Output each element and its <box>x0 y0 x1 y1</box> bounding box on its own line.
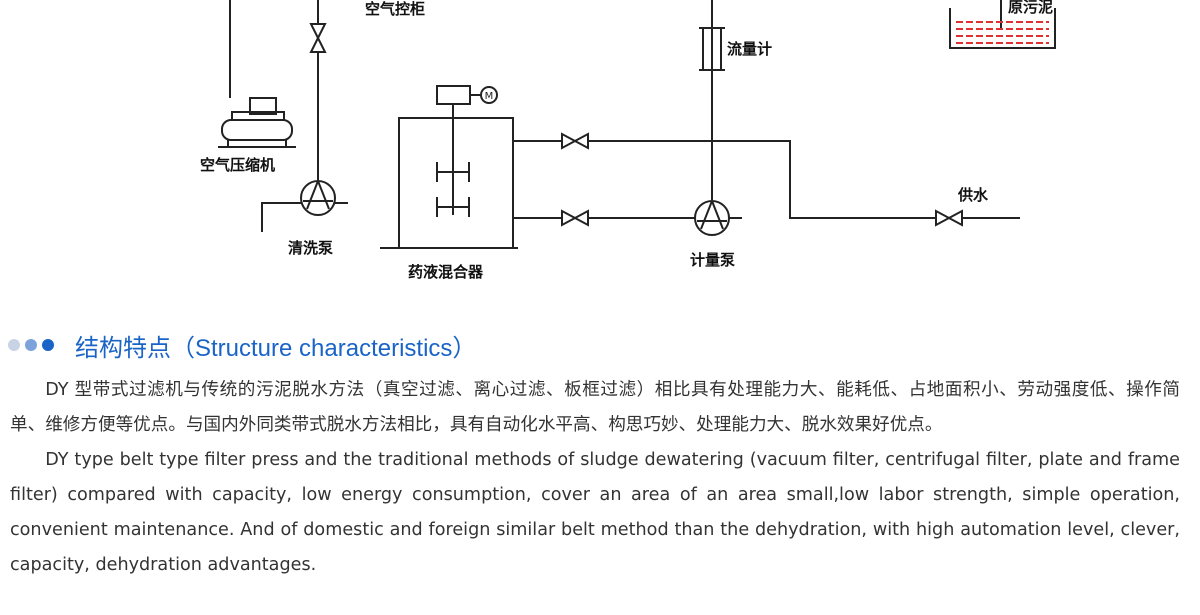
dot-medium-icon <box>25 339 37 351</box>
section-dots-icon <box>8 339 59 351</box>
label-metering-pump: 计量泵 <box>690 251 736 269</box>
flow-meter-icon <box>699 27 725 71</box>
label-flow-meter: 流量计 <box>727 40 773 58</box>
label-air-control-box: 空气控柜 <box>365 0 426 18</box>
sludge-tank-icon <box>949 0 1056 49</box>
air-compressor-icon <box>218 0 296 148</box>
paragraph-cn: DY 型带式过滤机与传统的污泥脱水方法（真空过滤、离心过滤、板框过滤）相比具有处… <box>10 380 1180 435</box>
process-diagram: M 空气控柜 原污泥 流量计 空气压缩机 清洗泵 药液混合器 计量泵 供水 <box>0 0 1200 300</box>
section-title: 结构特点（Structure characteristics） <box>75 334 477 362</box>
metering-pump-icon <box>694 200 730 236</box>
air-valve-icon <box>309 23 327 53</box>
pipe-valve-icon <box>561 132 589 150</box>
label-raw-sludge: 原污泥 <box>1008 0 1054 16</box>
wash-pump-icon <box>300 180 336 216</box>
paragraph-en: DY type belt type filter press and the t… <box>10 450 1180 575</box>
section-header: 结构特点（Structure characteristics） <box>8 330 477 362</box>
label-wash-pump: 清洗泵 <box>288 239 334 257</box>
label-air-compressor: 空气压缩机 <box>200 156 276 174</box>
sludge-fill-icon <box>956 21 1049 44</box>
motor-letter: M <box>485 91 494 102</box>
description: DY 型带式过滤机与传统的污泥脱水方法（真空过滤、离心过滤、板框过滤）相比具有处… <box>10 373 1180 583</box>
label-chemical-mixer: 药液混合器 <box>408 263 484 281</box>
label-water-supply: 供水 <box>958 186 989 204</box>
process-diagram-drawing: M <box>218 0 1056 249</box>
dot-light-icon <box>8 339 20 351</box>
chemical-mixer-icon <box>380 85 518 249</box>
dot-dark-icon <box>42 339 54 351</box>
water-supply-valve-icon <box>935 209 963 227</box>
pipe-valve-icon <box>561 209 589 227</box>
